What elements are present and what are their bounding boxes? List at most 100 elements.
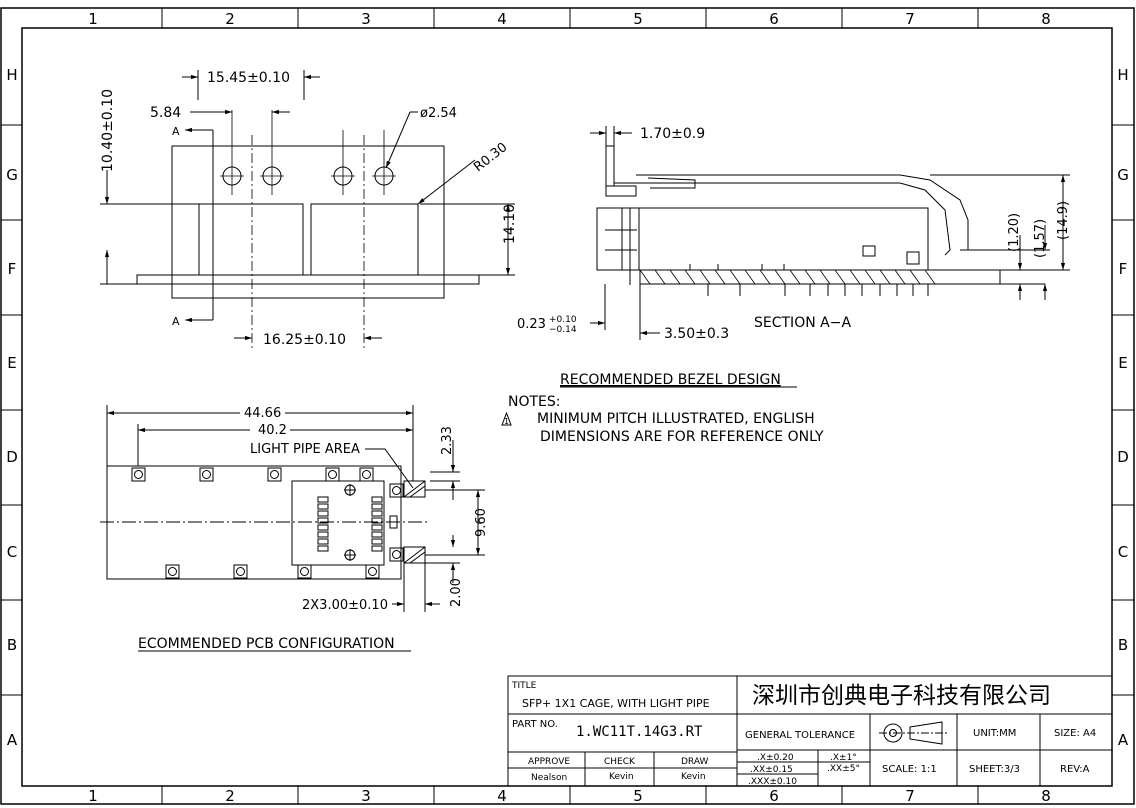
row-ticks — [1, 124, 1134, 696]
row-label-right: D — [1117, 448, 1129, 466]
row-label-right: H — [1117, 66, 1128, 84]
section-view — [590, 126, 1070, 340]
row-label-left: E — [7, 354, 16, 372]
col-label-bottom: 2 — [225, 787, 235, 805]
row-label-left: C — [7, 543, 17, 561]
dim-tol-minus: −0.14 — [549, 325, 577, 335]
col-label-bottom: 3 — [361, 787, 371, 805]
approve-label: APPROVE — [528, 757, 570, 767]
dim-960: 9.60 — [474, 508, 489, 537]
title-block — [507, 675, 1113, 787]
title-block-text: TITLE SFP+ 1X1 CAGE, WITH LIGHT PIPE 深圳市… — [511, 681, 1096, 787]
dim-pitch: 5.84 — [150, 105, 181, 121]
bezel-title: RECOMMENDED BEZEL DESIGN — [560, 372, 781, 388]
title-label: TITLE — [511, 681, 537, 691]
row-label-right: A — [1118, 731, 1129, 749]
general-tolerance: GENERAL TOLERANCE — [745, 730, 855, 741]
check-name: Kevin — [609, 772, 634, 782]
col-label-bottom: 1 — [88, 787, 98, 805]
col-label-bottom: 5 — [633, 787, 643, 805]
row-label-left: G — [6, 166, 18, 184]
tol-x: .X±0.20 — [757, 753, 794, 763]
dim-bottom-section: 3.50±0.3 — [664, 326, 729, 342]
size: SIZE: A4 — [1054, 728, 1096, 739]
dim-overall: 44.66 — [244, 406, 281, 421]
col-label-top: 3 — [361, 10, 371, 28]
unit: UNIT:MM — [973, 728, 1016, 739]
section-dimensions: 1.70±0.9 0.23 +0.10 −0.14 3.50±0.3 (1.20… — [517, 126, 1071, 342]
ang-x: .X±1° — [830, 753, 857, 763]
col-label-top: 1 — [88, 10, 98, 28]
row-label-right: F — [1119, 260, 1128, 278]
col-label-top: 5 — [633, 10, 643, 28]
part-label: PART NO. — [512, 719, 558, 730]
dim-r3: (14.9) — [1056, 201, 1071, 240]
dim-r2: (1.57) — [1033, 219, 1048, 258]
warning-icon — [501, 411, 512, 426]
row-label-right: B — [1118, 636, 1128, 654]
notes-heading: NOTES: — [508, 394, 561, 410]
row-label-right: E — [1118, 354, 1127, 372]
dim-233: 2.33 — [440, 426, 455, 455]
revision: REV:A — [1060, 764, 1090, 775]
notes-line2: DIMENSIONS ARE FOR REFERENCE ONLY — [540, 429, 824, 445]
approve-name: Nealson — [531, 773, 567, 783]
dim-width: 15.45±0.10 — [207, 70, 290, 86]
row-label-left: B — [7, 636, 17, 654]
ang-xx: .XX±5° — [827, 764, 860, 774]
part-number: 1.WC11T.14G3.RT — [576, 724, 703, 740]
inner-frame — [21, 27, 1113, 787]
col-label-bottom: 8 — [1041, 787, 1051, 805]
dim-slots: 2X3.00±0.10 — [302, 598, 388, 613]
row-label-left: A — [7, 731, 18, 749]
company-name: 深圳市创典电子科技有限公司 — [752, 683, 1051, 709]
col-label-top: 6 — [769, 10, 779, 28]
scale: SCALE: 1:1 — [882, 764, 937, 775]
col-label-top: 7 — [905, 10, 915, 28]
row-label-right: C — [1118, 543, 1128, 561]
dim-radius: R0.30 — [471, 140, 510, 175]
section-mark: A — [172, 125, 180, 138]
pcb-dimensions: 44.66 40.2 LIGHT PIPE AREA 2.33 9.60 2.0… — [244, 406, 489, 613]
tol-xx: .XX±0.15 — [750, 765, 793, 775]
col-label-bottom: 6 — [769, 787, 779, 805]
draw-label: DRAW — [681, 757, 708, 767]
dim-bottom: 16.25±0.10 — [263, 332, 346, 348]
outer-frame — [0, 7, 1135, 805]
dim-inner: 40.2 — [258, 423, 287, 438]
row-labels: H G F E D C B A H G F E D C B A — [6, 66, 1129, 749]
notes-line1: MINIMUM PITCH ILLUSTRATED, ENGLISH — [537, 411, 815, 427]
row-label-right: G — [1117, 166, 1129, 184]
drawing-title: SFP+ 1X1 CAGE, WITH LIGHT PIPE — [522, 697, 710, 710]
col-label-top: 8 — [1041, 10, 1051, 28]
dim-hole: ø2.54 — [420, 106, 457, 121]
check-label: CHECK — [604, 757, 636, 767]
section-mark: A — [172, 315, 180, 328]
dim-height: 10.40±0.10 — [100, 89, 116, 172]
col-label-top: 2 — [225, 10, 235, 28]
col-label-bottom: 7 — [905, 787, 915, 805]
col-label-bottom: 4 — [497, 787, 507, 805]
dim-200: 2.00 — [449, 578, 464, 607]
row-label-left: H — [6, 66, 17, 84]
row-label-left: D — [6, 448, 18, 466]
dim-r1: (1.20) — [1007, 213, 1022, 252]
column-labels: 1 2 3 4 5 6 7 8 1 2 3 4 5 6 7 8 — [88, 10, 1051, 805]
dim-height2: 14.10 — [502, 204, 518, 244]
bezel-dimensions: 15.45±0.10 5.84 ø2.54 R0.30 10.40±0.10 1… — [100, 70, 518, 348]
light-pipe-label: LIGHT PIPE AREA — [250, 442, 360, 457]
pcb-title: ECOMMENDED PCB CONFIGURATION — [138, 636, 395, 652]
row-label-left: F — [8, 260, 17, 278]
warning-number: 1 — [504, 417, 509, 426]
pcb-view — [100, 405, 485, 612]
tol-xxx: .XXX±0.10 — [748, 777, 797, 787]
dim-tol-plus: +0.10 — [549, 315, 577, 325]
dim-top: 1.70±0.9 — [640, 126, 705, 142]
section-label: SECTION A−A — [754, 315, 851, 331]
bezel-front-view — [100, 70, 515, 350]
column-ticks — [161, 8, 979, 804]
draw-name: Kevin — [681, 772, 706, 782]
sheet: SHEET:3/3 — [969, 764, 1020, 775]
dim-tol-base: 0.23 — [517, 317, 546, 332]
